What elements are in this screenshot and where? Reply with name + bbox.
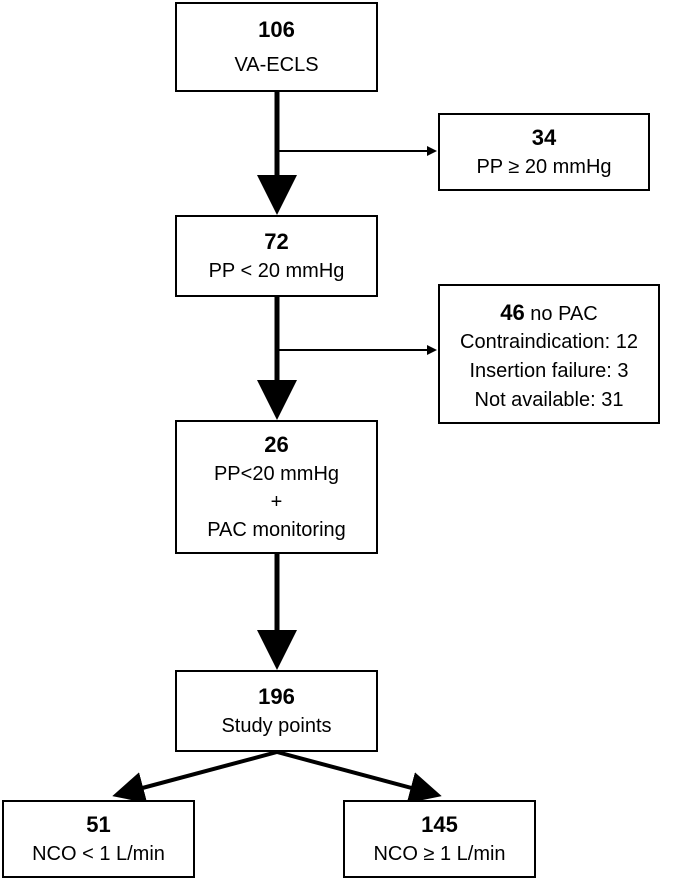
node-study-label: Study points [221, 715, 332, 737]
node-pac-monitoring: 26 PP<20 mmHg + PAC monitoring [175, 420, 378, 554]
node-no-pac-line-1: Contraindication: 12 [460, 330, 638, 353]
node-pac-line-3: PAC monitoring [207, 519, 346, 541]
node-va-ecls-label: VA-ECLS [234, 54, 319, 76]
arrow-study-to-nco-low [112, 750, 278, 804]
node-pp-low-label: PP < 20 mmHg [208, 260, 345, 282]
node-study-count: 196 [258, 684, 295, 709]
node-pp-high: 34 PP ≥ 20 mmHg [438, 113, 650, 191]
node-pp-high-count: 34 [531, 125, 557, 150]
node-nco-high-label: NCO ≥ 1 L/min [373, 843, 506, 865]
node-no-pac-line-2: Insertion failure: 3 [469, 359, 629, 382]
node-va-ecls: 106 VA-ECLS [175, 2, 378, 92]
node-no-pac-line-3: Not available: 31 [474, 388, 624, 411]
node-nco-low-count: 51 [86, 812, 111, 837]
node-no-pac-suffix: no PAC [524, 302, 598, 325]
node-pp-low: 72 PP < 20 mmHg [175, 215, 378, 297]
node-no-pac-count: 46 [500, 299, 525, 325]
node-pac-line-1: PP<20 mmHg [213, 463, 340, 485]
node-nco-low: 51 NCO < 1 L/min [2, 800, 195, 878]
node-no-pac-header: 46 no PAC [500, 298, 597, 328]
node-study-points: 196 Study points [175, 670, 378, 752]
node-nco-low-label: NCO < 1 L/min [32, 843, 165, 865]
node-pp-high-label: PP ≥ 20 mmHg [476, 156, 612, 178]
node-va-ecls-count: 106 [258, 17, 295, 42]
node-pp-low-count: 72 [264, 229, 289, 254]
arrow-study-to-nco-high [276, 750, 442, 804]
node-pac-count: 26 [264, 432, 289, 457]
node-pac-line-2: + [270, 491, 283, 513]
node-nco-high: 145 NCO ≥ 1 L/min [343, 800, 536, 878]
node-no-pac: 46 no PAC Contraindication: 12 Insertion… [438, 284, 660, 424]
node-nco-high-count: 145 [421, 812, 458, 837]
